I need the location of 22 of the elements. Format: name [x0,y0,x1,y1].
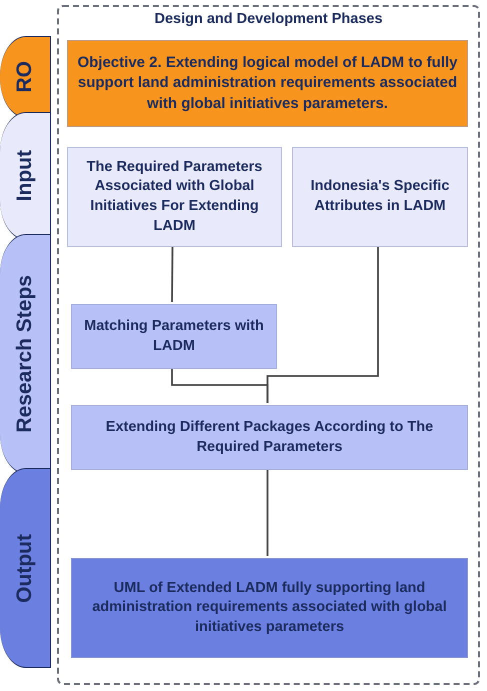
box-text: Matching Parameters with LADM [83,316,265,356]
connector-line [266,245,379,403]
phase-label: Input [13,150,37,202]
phase-label: Research Steps [13,275,37,433]
box-text: UML of Extended LADM fully supporting land administration requirements associated with global initiatives parameters [91,578,448,637]
phase-label: RO [13,61,37,93]
connector-line [266,468,268,556]
process-box [71,304,277,369]
box-text: The Required Parameters Associated with Global Initiatives For Extending LADM [86,158,264,236]
process-box [67,40,468,127]
process-box [292,147,468,247]
box-text: Indonesia's Specific Attributes in LADM [310,177,450,216]
process-box [71,558,468,658]
dashed-frame [57,5,480,685]
process-box [71,405,468,470]
section-heading: Design and Development Phases [153,11,384,27]
phase-tab [0,468,51,668]
box-text: Extending Different Packages According to The Required Parameters [104,418,434,456]
phase-label: Output [13,534,37,602]
box-text: Objective 2. Extending logical model of LADM to fully support land administration requirements associated with global initiatives parameters. [76,53,459,114]
process-box [67,147,282,247]
connector-line [171,245,174,302]
